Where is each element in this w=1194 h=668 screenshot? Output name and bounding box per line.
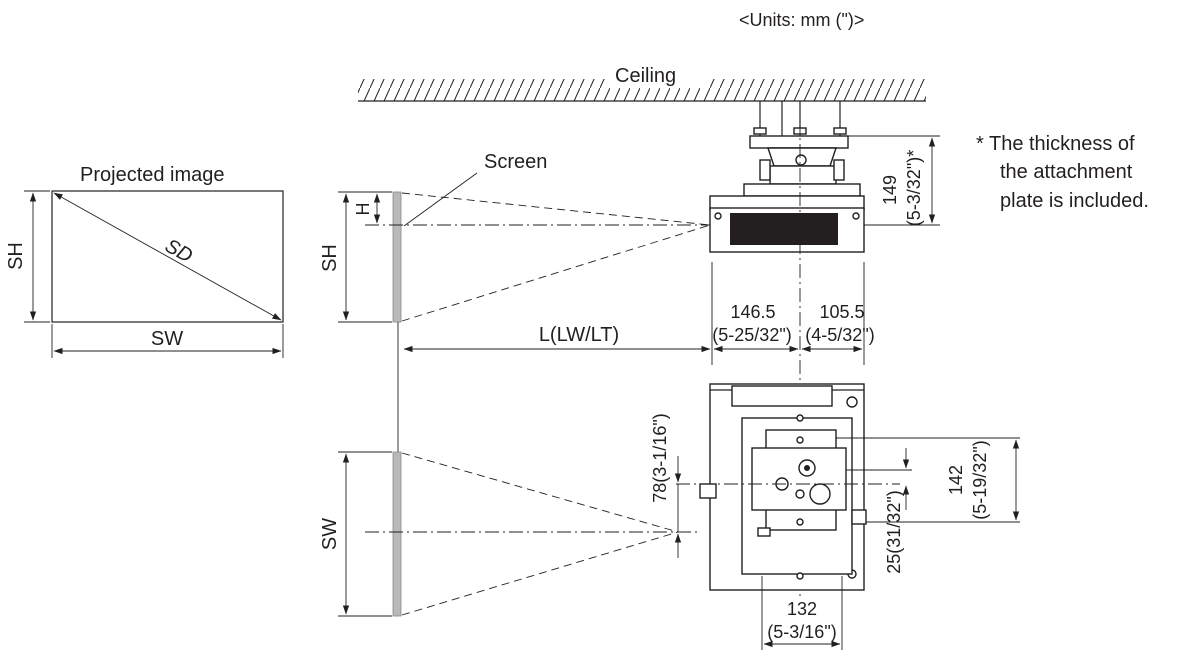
dim-149: 149 (5-3/32")* [848,135,940,226]
mount-joint [769,165,837,185]
side-connector-left [699,483,717,499]
screw-2 [852,212,860,220]
h-label: H [353,203,373,216]
dim-132-value: 132 [787,599,817,619]
dim-78-label: 78(3-1/16") [650,413,670,502]
screen-top [392,451,402,617]
projected-image-diagram: Projected image SD SH SW [5,164,284,358]
top-exhaust [731,385,833,407]
sw-label-left: SW [151,328,183,350]
vent-grille [730,213,838,245]
side-connector-right [851,509,867,525]
note-line-3: plate is included. [1000,190,1149,212]
dim-146-inch: (5-25/32") [712,325,791,345]
dim-146-value: 146.5 [730,302,775,322]
top-latch [757,527,771,537]
sh-label-left: SH [5,242,27,270]
sd-label: SD [161,235,196,268]
top-knob-1-center [804,465,810,471]
units-label: <Units: mm (")> [739,10,864,30]
beam-right [401,531,679,616]
mount-bolt [795,154,807,166]
ceiling: Ceiling [358,64,926,102]
note-line-2: the attachment [1000,161,1133,183]
nut-3 [833,127,847,135]
dim-149-value: 149 [880,175,900,205]
beam-left [401,452,679,533]
sw-label-top: SW [319,518,341,550]
dim-25: 25(31/32") [846,448,912,574]
note-line-1: * The thickness of [976,133,1135,155]
dim-25-label: 25(31/32") [884,490,904,573]
sh-label-side: SH [319,244,341,272]
beam-top [401,192,711,226]
dim-105-value: 105.5 [819,302,864,322]
dim-132-inch: (5-3/16") [767,622,836,642]
dim-105-inch: (4-5/32") [805,325,874,345]
screen-leader [403,172,478,227]
bracket-cross [751,447,847,511]
top-hole-1 [796,436,804,444]
dim-142-inch: (5-19/32") [970,440,990,519]
projected-image-frame [51,190,284,323]
nut-1 [753,127,767,135]
mount-base [743,183,861,197]
distance-label: L(LW/LT) [539,324,619,346]
top-hole-3 [796,414,804,422]
ceiling-label-bg [610,64,710,88]
mount-plate [749,135,849,149]
note: * The thickness of the attachment plate … [976,133,1149,212]
screen-label: Screen [484,151,547,173]
top-view: SW [319,451,700,617]
top-knob-3 [809,483,831,505]
screw-1 [714,212,722,220]
projector-side-view [709,101,865,600]
dim-142: 142 (5-19/32") [836,437,1020,523]
top-hole-4 [796,572,804,580]
top-screw-1 [846,396,858,408]
mount-arm-right [833,159,845,181]
dim-width: 146.5 (5-25/32") 105.5 (4-5/32") [712,262,875,365]
side-view: Screen SH H L(LW/LT) [319,151,862,452]
beam-bottom [401,224,711,322]
dim-132: 132 (5-3/16") [761,576,843,650]
top-knob-4 [795,489,805,499]
projected-image-title: Projected image [80,164,225,186]
ceiling-hatch [358,79,926,101]
dim-142-value: 142 [946,465,966,495]
diagonal-sd [53,192,282,321]
dim-78: 78(3-1/16") [650,413,682,558]
projector-top-view [676,383,900,591]
screen-side [392,191,402,323]
top-hole-2 [796,518,804,526]
dim-149-inch: (5-3/32")* [904,150,924,226]
ceiling-label: Ceiling [615,65,676,87]
mount-arm-left [759,159,771,181]
